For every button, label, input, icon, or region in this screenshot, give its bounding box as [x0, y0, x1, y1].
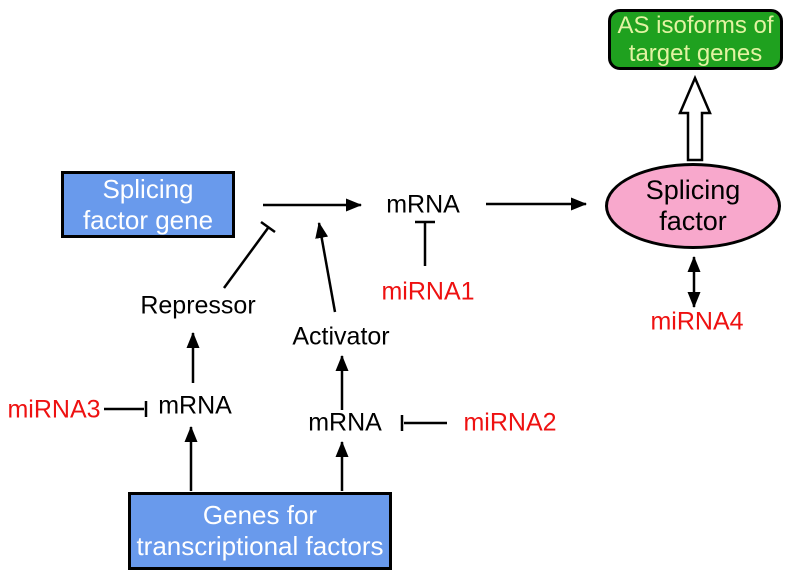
genes-transcriptional-factors-box: Genes for transcriptional factors: [128, 492, 392, 570]
splicing-factor-gene-box: Splicing factor gene: [61, 171, 235, 238]
activator-activation-arrow: [315, 222, 337, 313]
repressor-label: Repressor: [140, 291, 256, 320]
splicing-factor-line1: Splicing: [645, 175, 741, 205]
mirna1-label: miRNA1: [381, 277, 475, 306]
splicing-factor-line2: factor: [659, 206, 727, 236]
as-isoforms-line1: AS isoforms of: [617, 11, 774, 39]
mrna-repressor-label: mRNA: [158, 391, 232, 420]
mirna2-label: miRNA2: [463, 408, 557, 437]
genes-tf-line1: Genes for: [202, 500, 318, 530]
genes-tf-line2: transcriptional factors: [136, 531, 384, 561]
as-isoforms-box: AS isoforms of target genes: [608, 9, 783, 70]
mrna-splicing-factor-label: mRNA: [386, 190, 460, 219]
mirna3-label: miRNA3: [7, 395, 101, 424]
mirna1-inhibition-tbar: [415, 220, 435, 266]
splicing-factor-gene-line2: factor gene: [82, 204, 214, 235]
mirna4-label: miRNA4: [650, 307, 744, 336]
splicing-factor-gene-line1: Splicing: [102, 173, 194, 204]
splicing-outcome-hollow-arrow: [678, 74, 712, 162]
repressor-inhibition-tbar: [222, 220, 276, 289]
mrna-activator-label: mRNA: [308, 408, 382, 437]
mirna3-inhibition-tbar: [104, 401, 148, 417]
as-isoforms-line2: target genes: [628, 39, 763, 67]
activator-label: Activator: [292, 322, 390, 351]
mirna2-inhibition-tbar: [400, 415, 447, 431]
splicing-factor-ellipse: Splicing factor: [605, 163, 781, 249]
